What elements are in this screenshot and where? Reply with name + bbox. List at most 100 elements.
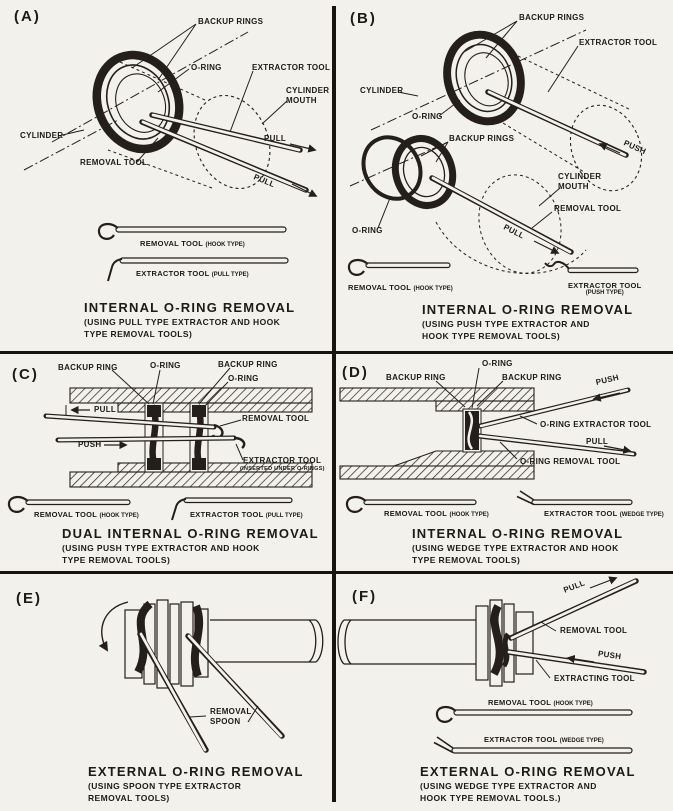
panel-d-caption: INTERNAL O-RING REMOVAL (USING WEDGE TYP… bbox=[412, 526, 623, 565]
caption-title: INTERNAL O-RING REMOVAL bbox=[84, 300, 296, 315]
tool-name: REMOVAL TOOL bbox=[348, 283, 412, 292]
caption-line2: (USING SPOON TYPE EXTRACTOR bbox=[88, 781, 242, 791]
tool-name: REMOVAL TOOL bbox=[34, 510, 98, 519]
tool-name: EXTRACTOR TOOL bbox=[136, 269, 210, 278]
label-o-ring-left: O-RING bbox=[150, 361, 181, 370]
tool-type: (HOOK TYPE) bbox=[553, 701, 593, 707]
tool-profiles bbox=[433, 705, 633, 754]
panel-c: (C) BACKUP RING O-RING BACKUP RING O-RIN… bbox=[0, 354, 332, 571]
o-ring-assembly-lower bbox=[361, 135, 457, 209]
panel-divider-horizontal-2 bbox=[0, 571, 673, 574]
panel-f-caption: EXTERNAL O-RING REMOVAL (USING WEDGE TYP… bbox=[420, 764, 636, 803]
panel-divider-horizontal-1 bbox=[0, 351, 673, 354]
caption-line2: (USING WEDGE TYPE EXTRACTOR AND bbox=[420, 781, 597, 791]
leader-lines bbox=[377, 20, 579, 229]
tools-in-use bbox=[505, 578, 647, 675]
label-cylinder-mouth: CYLINDER MOUTH bbox=[558, 172, 602, 191]
panel-d-illustration bbox=[339, 367, 637, 513]
caption-line3: HOOK TYPE REMOVAL TOOLS) bbox=[422, 331, 561, 341]
label-o-ring: O-RING bbox=[482, 359, 513, 368]
panel-a-illustration bbox=[23, 23, 318, 282]
label-o-ring-top: O-RING bbox=[412, 112, 443, 121]
tool-name: REMOVAL TOOL bbox=[488, 698, 552, 707]
label-removal-tool: REMOVAL TOOL bbox=[560, 626, 628, 635]
label-o-ring-lower: O-RING bbox=[352, 226, 383, 235]
spoon-tools bbox=[137, 631, 285, 753]
label-backup-ring-right: BACKUP RING bbox=[502, 373, 562, 382]
tools-in-use bbox=[476, 387, 637, 457]
caption-line2: (USING WEDGE TYPE EXTRACTOR AND HOOK bbox=[412, 543, 619, 553]
panel-e-caption: EXTERNAL O-RING REMOVAL (USING SPOON TYP… bbox=[88, 764, 304, 803]
o-ring-assembly bbox=[92, 50, 184, 154]
tool-name: REMOVAL TOOL bbox=[140, 239, 204, 248]
tool-type: (HOOK TYPE) bbox=[413, 286, 453, 292]
caption-line2: (USING PULL TYPE EXTRACTOR AND HOOK bbox=[84, 317, 281, 327]
push-pull-arrows bbox=[592, 392, 632, 454]
tool-type: (HOOK TYPE) bbox=[449, 512, 489, 518]
label-backup-rings-lower: BACKUP RINGS bbox=[449, 134, 515, 143]
panel-f-tag: (F) bbox=[352, 588, 378, 605]
panel-a: (A) BACKUP RINGS O-RING EXTRACTOR TOOL C… bbox=[0, 0, 332, 351]
tool-type: (PULL TYPE) bbox=[265, 513, 303, 519]
label-removal-tool: REMOVAL TOOL bbox=[554, 204, 622, 213]
cylinder-walls bbox=[339, 387, 535, 480]
caption-title: EXTERNAL O-RING REMOVAL bbox=[420, 764, 636, 779]
tool-profile-label-2: EXTRACTOR TOOL (PULL TYPE) bbox=[136, 269, 249, 278]
panel-c-tag: (C) bbox=[12, 366, 39, 383]
panel-f-illustration bbox=[337, 576, 647, 754]
label-o-ring-extractor-tool: O-RING EXTRACTOR TOOL bbox=[540, 420, 652, 429]
tool-profile-label-1: REMOVAL TOOL (HOOK TYPE) bbox=[34, 510, 139, 519]
label-pull: PULL bbox=[586, 437, 609, 446]
tool-profile-label-1: REMOVAL TOOL (HOOK TYPE) bbox=[348, 283, 453, 292]
label-backup-ring-left: BACKUP RING bbox=[58, 363, 118, 372]
tool-profiles bbox=[97, 222, 289, 282]
tools-in-use bbox=[139, 112, 309, 193]
tool-profile-label-1: REMOVAL TOOL (HOOK TYPE) bbox=[140, 239, 245, 248]
leader-lines bbox=[435, 367, 538, 460]
label-cylinder-mouth: CYLINDER MOUTH bbox=[286, 86, 330, 105]
panel-e-illustration bbox=[98, 599, 324, 753]
label-extractor-tool: EXTRACTOR TOOL bbox=[243, 456, 322, 465]
caption-title: INTERNAL O-RING REMOVAL bbox=[412, 526, 624, 541]
tool-profile-label-1: REMOVAL TOOL (HOOK TYPE) bbox=[488, 698, 593, 707]
tool-profile-label-2: EXTRACTOR TOOL (PULL TYPE) bbox=[190, 510, 303, 519]
label-o-ring: O-RING bbox=[191, 63, 222, 72]
o-ring-assembly bbox=[462, 408, 482, 453]
rotation-arrow bbox=[98, 601, 129, 652]
panel-d-tag: (D) bbox=[342, 364, 369, 381]
label-backup-ring-left: BACKUP RING bbox=[386, 373, 446, 382]
tool-type: (WEDGE TYPE) bbox=[559, 738, 604, 744]
tool-profile-label-2: EXTRACTOR TOOL (PUSH TYPE) bbox=[568, 281, 642, 296]
leader-lines bbox=[111, 367, 244, 461]
tool-name: REMOVAL TOOL bbox=[384, 509, 448, 518]
leader-lines bbox=[535, 621, 557, 679]
panel-e: (E) REMOVAL SPOON EXTERNAL O-RING REMOVA… bbox=[0, 574, 332, 811]
caption-line3: HOOK TYPE REMOVAL TOOLS.) bbox=[420, 793, 561, 803]
push-pull-arrows bbox=[533, 142, 621, 254]
label-backup-rings-top: BACKUP RINGS bbox=[519, 13, 585, 22]
panel-d: (D) O-RING BACKUP RING BACKUP RING PUSH … bbox=[336, 354, 673, 571]
label-backup-ring-right: BACKUP RING bbox=[218, 360, 278, 369]
tool-profiles bbox=[345, 490, 633, 513]
label-backup-rings: BACKUP RINGS bbox=[198, 17, 264, 26]
tool-profiles bbox=[7, 495, 293, 521]
label-extracting-tool: EXTRACTING TOOL bbox=[554, 674, 635, 683]
label-push: PUSH bbox=[78, 440, 102, 449]
panel-b-caption: INTERNAL O-RING REMOVAL (USING PUSH TYPE… bbox=[422, 302, 633, 341]
label-removal-tool: REMOVAL TOOL bbox=[242, 414, 310, 423]
tool-profile-label-2: EXTRACTOR TOOL (WEDGE TYPE) bbox=[544, 509, 664, 518]
panel-c-caption: DUAL INTERNAL O-RING REMOVAL (USING PUSH… bbox=[62, 526, 319, 565]
o-ring-dark bbox=[490, 604, 511, 676]
tool-name: EXTRACTOR TOOL bbox=[544, 509, 618, 518]
label-o-ring-right: O-RING bbox=[228, 374, 259, 383]
tool-name: EXTRACTOR TOOL bbox=[484, 735, 558, 744]
leader-lines bbox=[189, 705, 259, 723]
label-extractor-note: (INSERTED UNDER O-RINGS) bbox=[240, 466, 325, 472]
panel-b: (B) BACKUP RINGS EXTRACTOR TOOL CYLINDER… bbox=[336, 0, 673, 351]
push-pull-arrows bbox=[65, 405, 128, 450]
panel-a-caption: INTERNAL O-RING REMOVAL (USING PULL TYPE… bbox=[84, 300, 295, 339]
label-cylinder: CYLINDER bbox=[20, 131, 64, 140]
cylinder-walls bbox=[69, 387, 313, 488]
tool-type: (PULL TYPE) bbox=[211, 272, 249, 278]
panel-b-tag: (B) bbox=[350, 10, 377, 27]
